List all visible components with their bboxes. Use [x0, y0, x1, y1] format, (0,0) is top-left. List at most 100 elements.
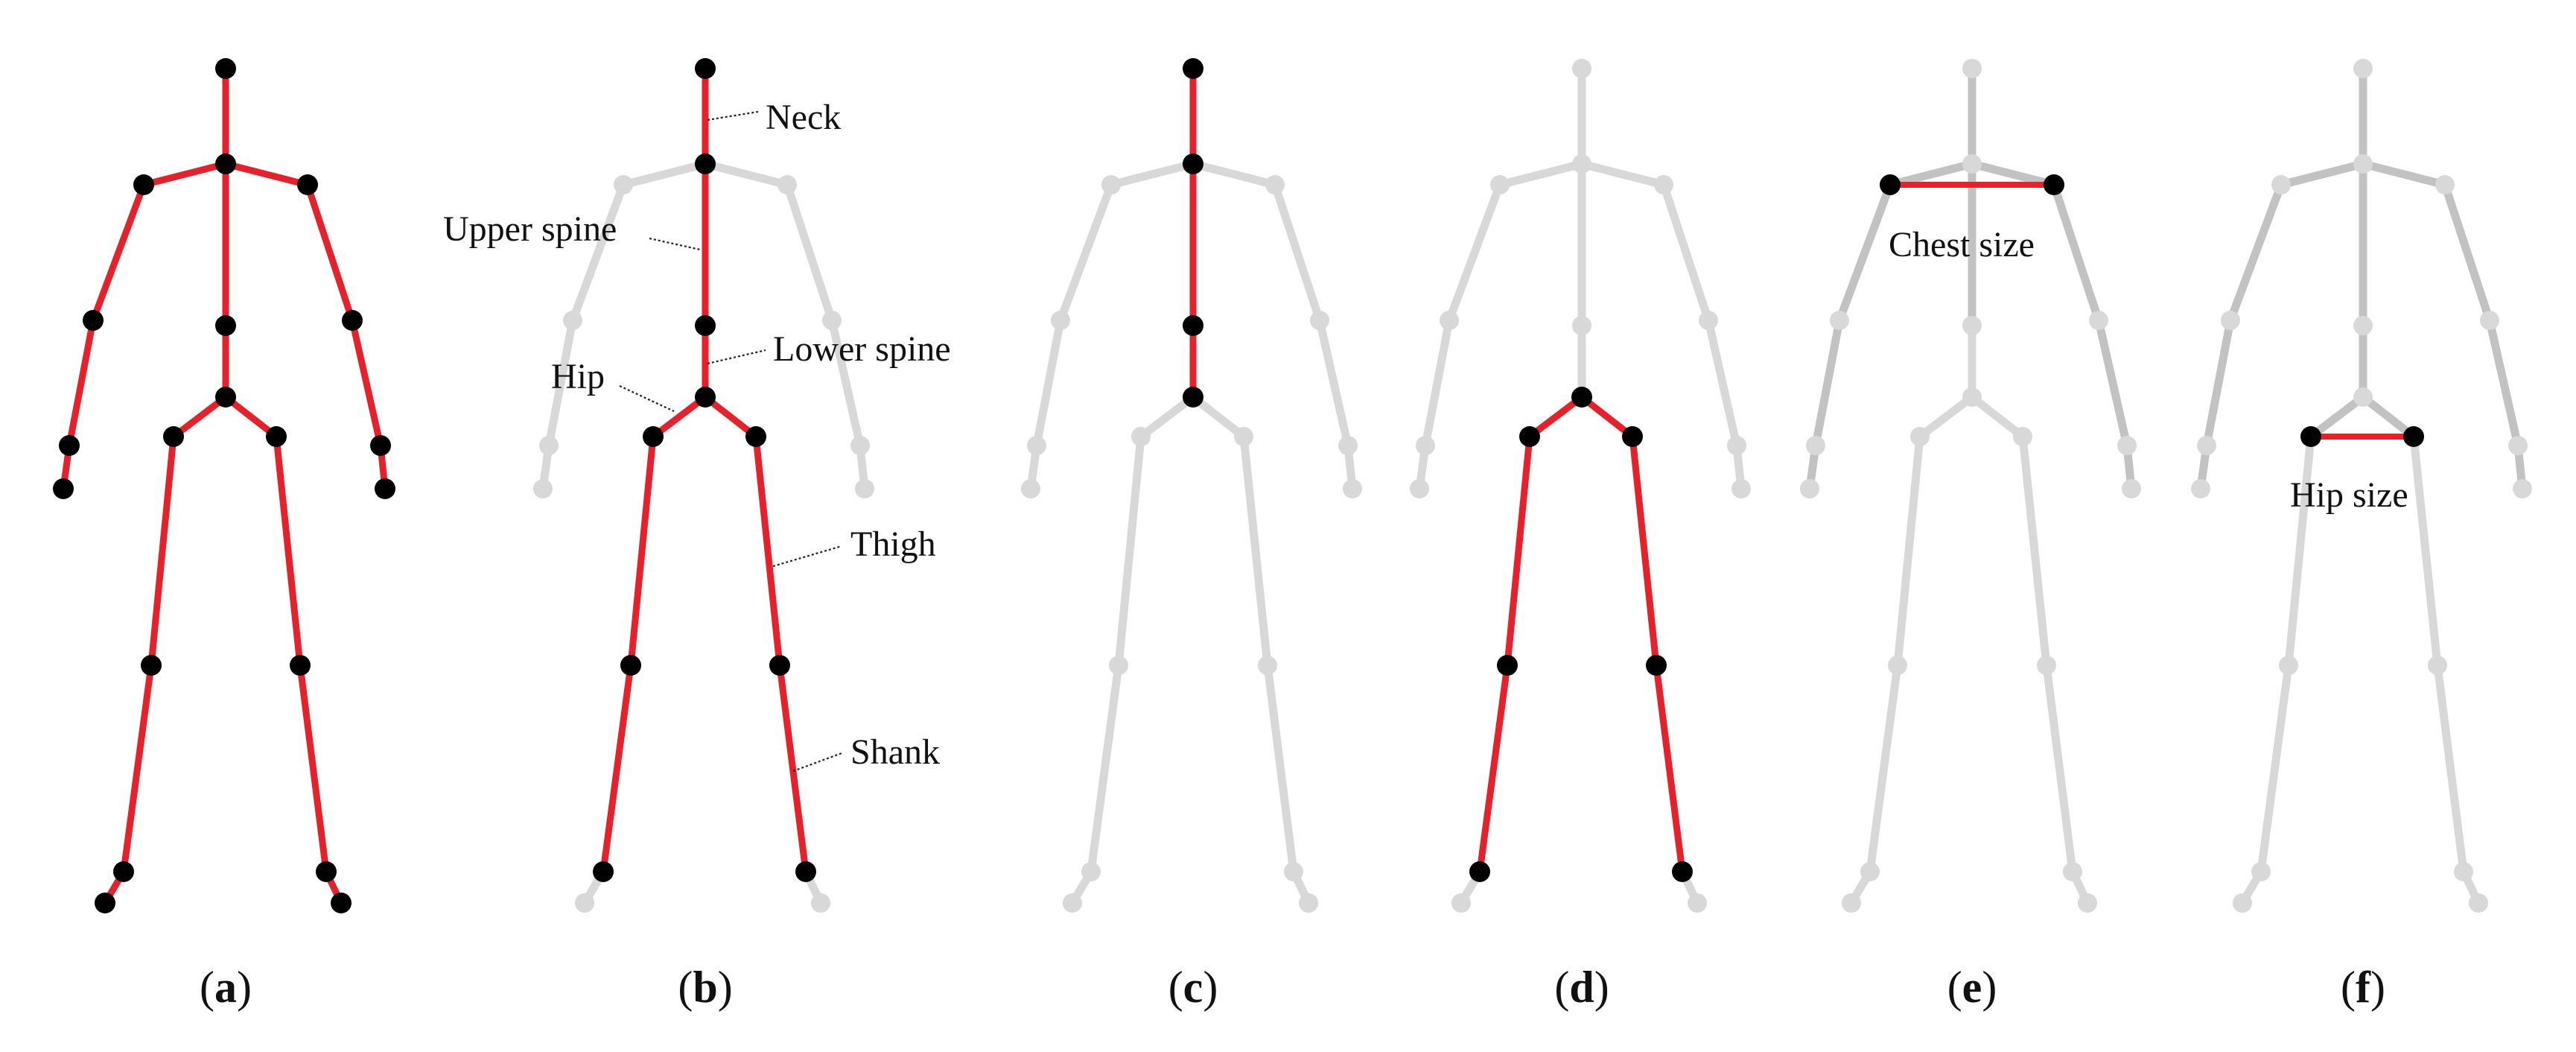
faded-joint-neck [1962, 154, 1982, 174]
faded-joint-l_foot [1451, 893, 1471, 913]
joint-r_shoulder [297, 174, 318, 195]
chest-size-label: Chest size [1889, 225, 2035, 264]
highlight-bone-neck-l_shoulder [140, 160, 229, 188]
faded-bone-l_shoulder-l_elbow [1445, 180, 1504, 325]
caption-letter: c [1183, 963, 1203, 1012]
faded-joint-l_elbow [1051, 311, 1070, 330]
joint-spine [695, 315, 716, 336]
joint-l_shoulder [133, 174, 154, 195]
faded-bone-r_elbow-r_wrist [1315, 316, 1352, 450]
faded-bone-r_knee-r_ankle [2042, 661, 2077, 876]
faded-joint-l_hip [1910, 427, 1930, 446]
joint-r_wrist [370, 435, 391, 456]
faded-joint-head [1572, 59, 1591, 78]
faded-bone-pelvis-r_hip [1189, 393, 1248, 441]
faded-joint-r_knee [1258, 656, 1277, 675]
joint-l_hip [163, 426, 184, 447]
highlight-bone-neck-r_shoulder [222, 160, 311, 188]
faded-bone-pelvis-l_hip [1915, 393, 1976, 441]
joint-spine [1183, 315, 1203, 336]
mid-bone-neck-l_shoulder [2277, 159, 2367, 189]
faded-joint-r_hand [855, 479, 874, 498]
caption-open-paren: ( [2341, 963, 2356, 1012]
panel-c [1021, 58, 1362, 913]
joint-r_ankle [795, 861, 816, 882]
panel-b [533, 58, 874, 913]
mid-bone-l_elbow-l_wrist [2202, 316, 2235, 450]
joint-l_wrist [59, 435, 80, 456]
faded-bone-l_hip-l_knee [1114, 432, 1145, 670]
mid-bone-neck-r_shoulder [1968, 159, 2058, 189]
faded-joint-l_shoulder [1490, 175, 1510, 194]
faded-joint-spine [1572, 316, 1591, 335]
caption-d: (d) [1554, 963, 1609, 1012]
panel-captions: (a)(b)(c)(d)(e)(f) [200, 963, 2385, 1012]
faded-joint-neck [2353, 154, 2373, 174]
faded-bone-l_hip-l_knee [1893, 432, 1924, 670]
faded-joint-l_shoulder [2271, 175, 2291, 194]
faded-joint-r_hand [2513, 479, 2532, 498]
joint-pelvis [695, 387, 716, 408]
faded-joint-l_foot [575, 893, 594, 913]
mid-bone-neck-l_shoulder [1886, 159, 1976, 189]
joint-pelvis [1571, 387, 1592, 408]
faded-joint-r_knee [2037, 656, 2056, 675]
faded-joint-r_wrist [2508, 436, 2528, 455]
caption-close-paren: ) [1982, 963, 1997, 1012]
faded-bone-r_hip-r_knee [2409, 432, 2442, 670]
faded-joint-r_shoulder [1654, 175, 1673, 194]
faded-joint-r_foot [1299, 893, 1318, 913]
joint-head [695, 58, 716, 79]
highlight-bone-l_hip-l_knee [1504, 433, 1533, 669]
panel-d [1410, 59, 1751, 913]
mid-bone-pelvis-l_hip [2306, 393, 2367, 441]
joint-spine [215, 315, 236, 336]
hip-size-label: Hip size [2290, 475, 2408, 515]
faded-joint-r_hand [2122, 479, 2141, 498]
faded-joint-l_hand [2191, 479, 2210, 498]
highlight-bone-pelvis-r_hip [702, 393, 760, 440]
highlight-bone-r_shoulder-r_elbow [304, 181, 356, 324]
upper-spine-label: Upper spine [443, 209, 617, 249]
joint-head [215, 58, 236, 79]
faded-joint-l_shoulder [614, 175, 633, 194]
faded-bone-r_hip-r_knee [2018, 432, 2051, 670]
faded-joint-head [2353, 59, 2373, 78]
highlight-bone-pelvis-r_hip [1578, 393, 1636, 440]
highlight-bone-l_knee-l_ankle [600, 662, 635, 875]
faded-joint-pelvis [2353, 387, 2373, 407]
faded-joint-l_ankle [1081, 862, 1101, 881]
mid-bone-pelvis-r_hip [2359, 393, 2418, 441]
faded-joint-r_knee [2428, 656, 2447, 675]
joint-l_knee [620, 655, 641, 676]
faded-bone-r_elbow-r_wrist [1704, 316, 1741, 450]
faded-joint-l_wrist [2197, 436, 2216, 455]
joint-r_ankle [316, 861, 337, 882]
mid-bone-l_shoulder-l_elbow [2226, 180, 2286, 325]
faded-bone-r_knee-r_ankle [1263, 661, 1298, 876]
highlight-bone-r_knee-r_ankle [1653, 662, 1686, 875]
mid-bone-neck-r_shoulder [2359, 159, 2449, 189]
caption-letter: a [214, 963, 237, 1012]
faded-bone-pelvis-l_hip [1136, 393, 1198, 441]
caption-open-paren: ( [678, 963, 693, 1012]
highlight-bone-r_knee-r_ankle [776, 662, 810, 875]
faded-joint-l_hip [1131, 427, 1151, 446]
highlight-bone-r_hip-r_knee [1629, 433, 1660, 669]
mid-bone-l_elbow-l_wrist [1811, 316, 1844, 450]
highlight-bone-l_hip-l_knee [627, 433, 657, 669]
faded-joint-r_elbow [2089, 311, 2108, 330]
joint-r_knee [769, 655, 790, 676]
joint-r_ankle [1672, 861, 1693, 882]
faded-bone-r_elbow-r_wrist [827, 316, 865, 450]
faded-joint-l_wrist [539, 436, 559, 455]
joint-l_knee [1497, 655, 1518, 676]
lower-spine-leader [707, 349, 766, 365]
faded-bone-neck-r_shoulder [1189, 159, 1279, 189]
faded-bone-l_shoulder-l_elbow [568, 180, 628, 325]
neck-label: Neck [766, 98, 841, 137]
faded-joint-spine [1962, 316, 1982, 335]
faded-joint-l_elbow [1440, 311, 1459, 330]
faded-joint-r_elbow [2480, 311, 2499, 330]
